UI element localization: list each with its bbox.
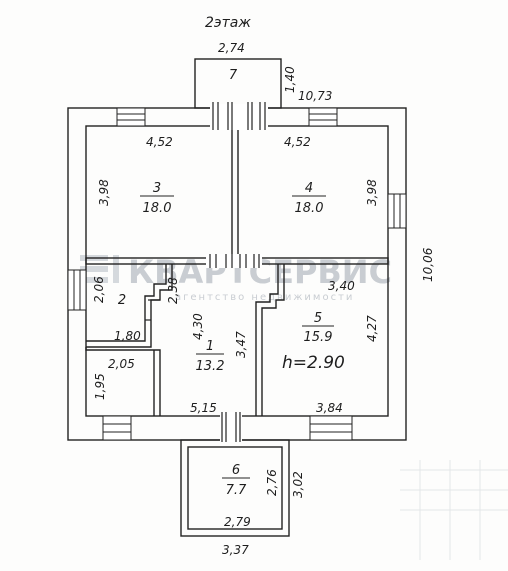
room-label-3: 3 18.0: [140, 181, 174, 216]
room-label-1: 1 13.2: [196, 339, 225, 374]
room-number: 7: [229, 68, 238, 83]
dim-hall-offset: 3,47: [234, 331, 248, 358]
dim-room7-depth: 1,40: [283, 66, 297, 93]
room-label-2: 2: [118, 293, 126, 308]
window-left: [67, 269, 87, 311]
dim-room4-width: 4,52: [284, 135, 311, 149]
dim-stair-depth: 1,95: [93, 373, 107, 400]
window-top-left: [116, 107, 146, 127]
dim-room4-depth: 3,98: [365, 179, 379, 206]
dim-room6-width-inner: 2,79: [224, 515, 251, 529]
dim-stair-width: 2,05: [108, 357, 135, 371]
room-area: 15.9: [304, 330, 333, 345]
room-number: 3: [153, 181, 161, 196]
door-hall: [206, 254, 262, 268]
dim-room6-width: 3,37: [222, 543, 249, 557]
window-right: [387, 193, 407, 229]
ceiling-height: h=2.90: [282, 353, 345, 373]
room-label-7: 7: [229, 68, 238, 83]
room-number: 1: [206, 339, 214, 354]
room-number: 5: [314, 311, 322, 326]
window-top-right: [308, 107, 338, 127]
room-label-6: 6 7.7: [222, 463, 250, 498]
window-bottom-left: [102, 415, 132, 441]
background-grid: [400, 460, 508, 560]
room-7-balcony: [194, 58, 282, 109]
floor-title: 2этаж: [205, 15, 251, 31]
door-entrance: [220, 412, 242, 442]
room-number: 4: [305, 181, 313, 196]
room-area: 18.0: [295, 201, 324, 216]
room-area: 18.0: [143, 201, 172, 216]
doors: [145, 102, 268, 442]
windows: [67, 107, 407, 441]
window-bottom-right: [309, 415, 353, 441]
room-area: 7.7: [226, 483, 247, 498]
room-area: 13.2: [196, 359, 225, 374]
dim-room2-depth: 2,06: [92, 276, 106, 303]
dim-front-left: 5,15: [190, 401, 217, 415]
watermark-tagline: агентство недвижимости: [175, 292, 354, 303]
room-labels: 7 3 18.0 4 18.0 2 1 13.2 5 15.9 h=2.90 6: [118, 68, 345, 498]
dim-room1-depth: 4,30: [191, 313, 205, 340]
dim-room5-depth: 4,27: [365, 315, 379, 342]
room-number: 2: [118, 293, 126, 308]
dim-room2-width: 1,80: [114, 329, 141, 343]
dim-room3-width: 4,52: [146, 135, 173, 149]
dim-overall-depth: 10,06: [421, 247, 435, 282]
dim-room6-depth: 3,02: [291, 471, 305, 498]
dim-room2-inner: 2,38: [166, 277, 180, 304]
dim-room6-depth-inner: 2,76: [265, 469, 279, 496]
dim-room3-depth: 3,98: [97, 179, 111, 206]
room-label-5: 5 15.9 h=2.90: [282, 311, 345, 373]
dim-room5-width: 3,40: [328, 279, 355, 293]
dimension-labels: 2,74 1,40 10,73 4,52 4,52 3,98 3,98 10,0…: [92, 41, 435, 557]
dim-front-right: 3,84: [316, 401, 343, 415]
dim-overall-width: 10,73: [298, 89, 332, 103]
dim-room7-width: 2,74: [218, 41, 245, 55]
door-room7: [210, 102, 268, 130]
room-label-4: 4 18.0: [292, 181, 326, 216]
room-number: 6: [232, 463, 240, 478]
